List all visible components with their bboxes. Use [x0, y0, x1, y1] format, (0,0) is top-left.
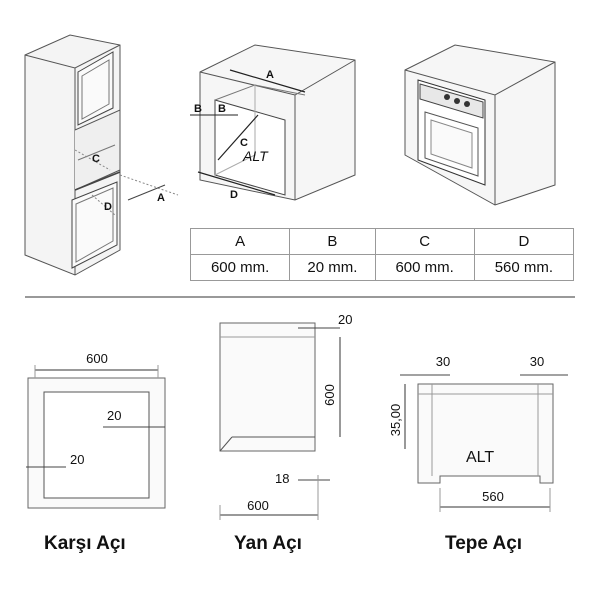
top-width-dim: 560: [482, 489, 504, 504]
table-header-a: A: [189, 228, 291, 255]
table-value-a: 600 mm.: [189, 254, 291, 281]
label-a-cabinet: A: [157, 192, 165, 204]
built-in-oven-drawing: [404, 44, 556, 206]
front-width-dim: 600: [86, 351, 108, 366]
side-top-dim: 20: [338, 312, 352, 327]
table-header-b: B: [289, 228, 376, 255]
label-d-niche: D: [230, 189, 238, 201]
top-left-dim: 30: [436, 354, 450, 369]
label-c-niche: C: [240, 137, 248, 149]
alt-label-top: ALT: [466, 449, 494, 466]
top-right-dim: 30: [530, 354, 544, 369]
front-inset-top-dim: 20: [107, 408, 121, 423]
table-value-d: 560 mm.: [473, 254, 575, 281]
top-height-dim: 35,00: [388, 404, 403, 437]
table-row: A B C D: [189, 228, 575, 255]
tall-cabinet-drawing: [24, 34, 179, 276]
table-row: 600 mm. 20 mm. 600 mm. 560 mm.: [189, 254, 575, 281]
table-value-b: 20 mm.: [289, 254, 376, 281]
front-view-caption: Karşı Açı: [44, 533, 126, 554]
side-view-caption: Yan Açı: [234, 533, 302, 554]
front-inset-left-dim: 20: [70, 452, 84, 467]
label-a-niche: A: [266, 69, 274, 81]
side-height-dim: 600: [322, 384, 337, 406]
top-view-caption: Tepe Açı: [445, 533, 523, 554]
dimension-table: A B C D 600 mm. 20 mm. 600 mm. 560 mm.: [189, 228, 575, 281]
niche-box-drawing: [190, 44, 356, 201]
alt-label-niche: ALT: [242, 148, 269, 164]
side-depth-dim: 600: [247, 498, 269, 513]
table-value-c: 600 mm.: [374, 254, 475, 281]
table-header-d: D: [473, 228, 575, 255]
side-view-drawing: [219, 322, 341, 520]
side-bottom-dim: 18: [275, 471, 289, 486]
label-c-cabinet: C: [92, 153, 100, 165]
label-d-cabinet: D: [104, 201, 112, 213]
label-b-left: B: [194, 103, 202, 115]
front-view-drawing: [26, 365, 166, 509]
top-view-drawing: [400, 374, 568, 512]
label-b-right: B: [218, 103, 226, 115]
table-header-c: C: [374, 228, 475, 255]
